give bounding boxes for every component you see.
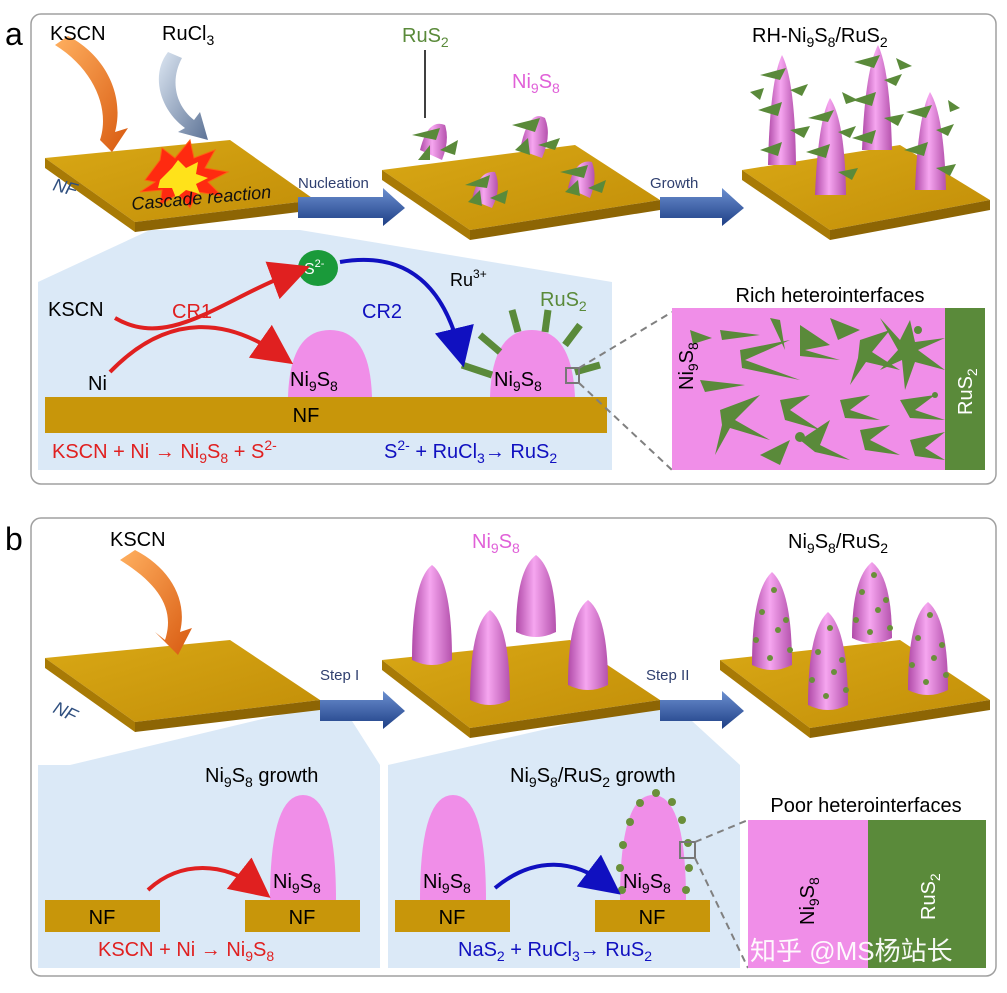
- nucleation-arrow-icon: [298, 188, 405, 226]
- nf-block-b1-label: NF: [89, 907, 116, 929]
- nf-block-b1: [45, 900, 160, 932]
- ni9s8-dome-b1: [270, 795, 336, 900]
- zoom-line-top-a: [578, 311, 673, 369]
- dome-b2-label: Ni9S8: [423, 871, 471, 896]
- zoom-line-top-b: [694, 819, 749, 843]
- nf-block-b2-label: NF: [289, 907, 316, 929]
- rich-left-label: Ni9S8: [676, 342, 701, 390]
- zoom-box-a: [565, 367, 580, 384]
- step2-label: Step II: [646, 667, 689, 684]
- step2-arrow-icon: [660, 691, 744, 729]
- panel-a: a KSCN RuCl3 NF Cascade reaction Nucleat…: [5, 13, 997, 485]
- rich-right-label: RuS2: [955, 368, 980, 415]
- cr2-label: CR2: [362, 301, 402, 323]
- nf-block-b3: [395, 900, 510, 932]
- panel-a-letter: a: [5, 16, 23, 52]
- poor-hetero-title: Poor heterointerfaces: [770, 795, 961, 817]
- rh-title: RH-Ni9S8/RuS2: [752, 25, 888, 50]
- nucleation-label: Nucleation: [298, 175, 369, 192]
- kscn-b-label: KSCN: [110, 529, 166, 551]
- nf-block-b4-label: NF: [639, 907, 666, 929]
- dome-b1-label: Ni9S8: [273, 871, 321, 896]
- nuclei-group: [412, 116, 606, 208]
- cr2-arrow: [339, 257, 474, 368]
- step1-label: Step I: [320, 667, 359, 684]
- mech-rus2-label: RuS2: [540, 289, 587, 314]
- nf-block-b4: [595, 900, 710, 932]
- growth-2-arrow: [493, 854, 621, 895]
- mech-kscn-label: KSCN: [48, 299, 104, 321]
- zoom-box-b: [679, 841, 696, 859]
- kscn-arrow-b-icon: [120, 550, 192, 655]
- kscn-arrow-icon: [55, 36, 128, 152]
- rucl3-arrow-icon: [158, 52, 208, 140]
- dome-1-label: Ni9S8: [290, 369, 338, 394]
- rich-hetero-title: Rich heterointerfaces: [736, 285, 925, 307]
- rucl3-label: RuCl3: [162, 23, 214, 48]
- ni9s8-cones: [412, 555, 608, 705]
- rh-nanostructures: [750, 45, 960, 195]
- zoom-line-bottom-a: [578, 382, 673, 471]
- nf-plate-b1: [45, 640, 320, 732]
- growth-arrow-icon: [660, 188, 744, 226]
- mech-ni-label: Ni: [88, 373, 107, 395]
- growth-1-arrow: [146, 857, 271, 898]
- growth-label: Growth: [650, 175, 698, 192]
- composite-cones: [752, 562, 949, 710]
- nf-block-b2: [245, 900, 360, 932]
- step1-arrow-icon: [320, 691, 405, 729]
- growth-1-title: Ni9S8 growth: [205, 765, 318, 790]
- equation-a1: KSCN + Ni → Ni9S8 + S2-: [52, 437, 277, 466]
- watermark: 知乎 @MS杨站长: [750, 936, 953, 966]
- ni9s8-b-title: Ni9S8: [472, 531, 520, 556]
- panel-b: b KSCN NF Step I Step II Ni9S8: [5, 517, 997, 977]
- cr1-arrow-upper: [113, 261, 310, 331]
- rus2-label: RuS2: [402, 25, 449, 50]
- equation-b2: NaS2 + RuCl3→ RuS2: [458, 939, 652, 964]
- panel-b-letter: b: [5, 521, 23, 557]
- ni9s8-dome-1: [288, 330, 372, 397]
- poor-hetero-panel: [748, 820, 986, 968]
- equation-a2: S2- + RuCl3→ RuS2: [384, 437, 557, 466]
- cr1-arrow-lower: [108, 324, 294, 374]
- composite-dome-b: [620, 795, 686, 900]
- kscn-label: KSCN: [50, 23, 106, 45]
- nf-substrate-bar: [45, 397, 607, 433]
- zoom-line-bottom-b: [694, 857, 749, 969]
- growth-2-title: Ni9S8/RuS2 growth: [510, 765, 676, 790]
- ni9s8-dome-b2: [420, 795, 486, 900]
- ru3-label: Ru3+: [450, 267, 487, 290]
- nf-bar-label: NF: [293, 405, 320, 427]
- rich-hetero-panel: [672, 308, 985, 470]
- nf-block-b3-label: NF: [439, 907, 466, 929]
- ni9s8-label: Ni9S8: [512, 71, 560, 96]
- composite-b-title: Ni9S8/RuS2: [788, 531, 888, 556]
- equation-b1: KSCN + Ni → Ni9S8: [98, 939, 274, 964]
- poor-left-label: Ni9S8: [797, 877, 822, 925]
- cr1-label: CR1: [172, 301, 212, 323]
- poor-right-label: RuS2: [918, 873, 943, 920]
- ni9s8-dome-2: [490, 330, 575, 397]
- dome-2-label: Ni9S8: [494, 369, 542, 394]
- composite-dome-label: Ni9S8: [623, 871, 671, 896]
